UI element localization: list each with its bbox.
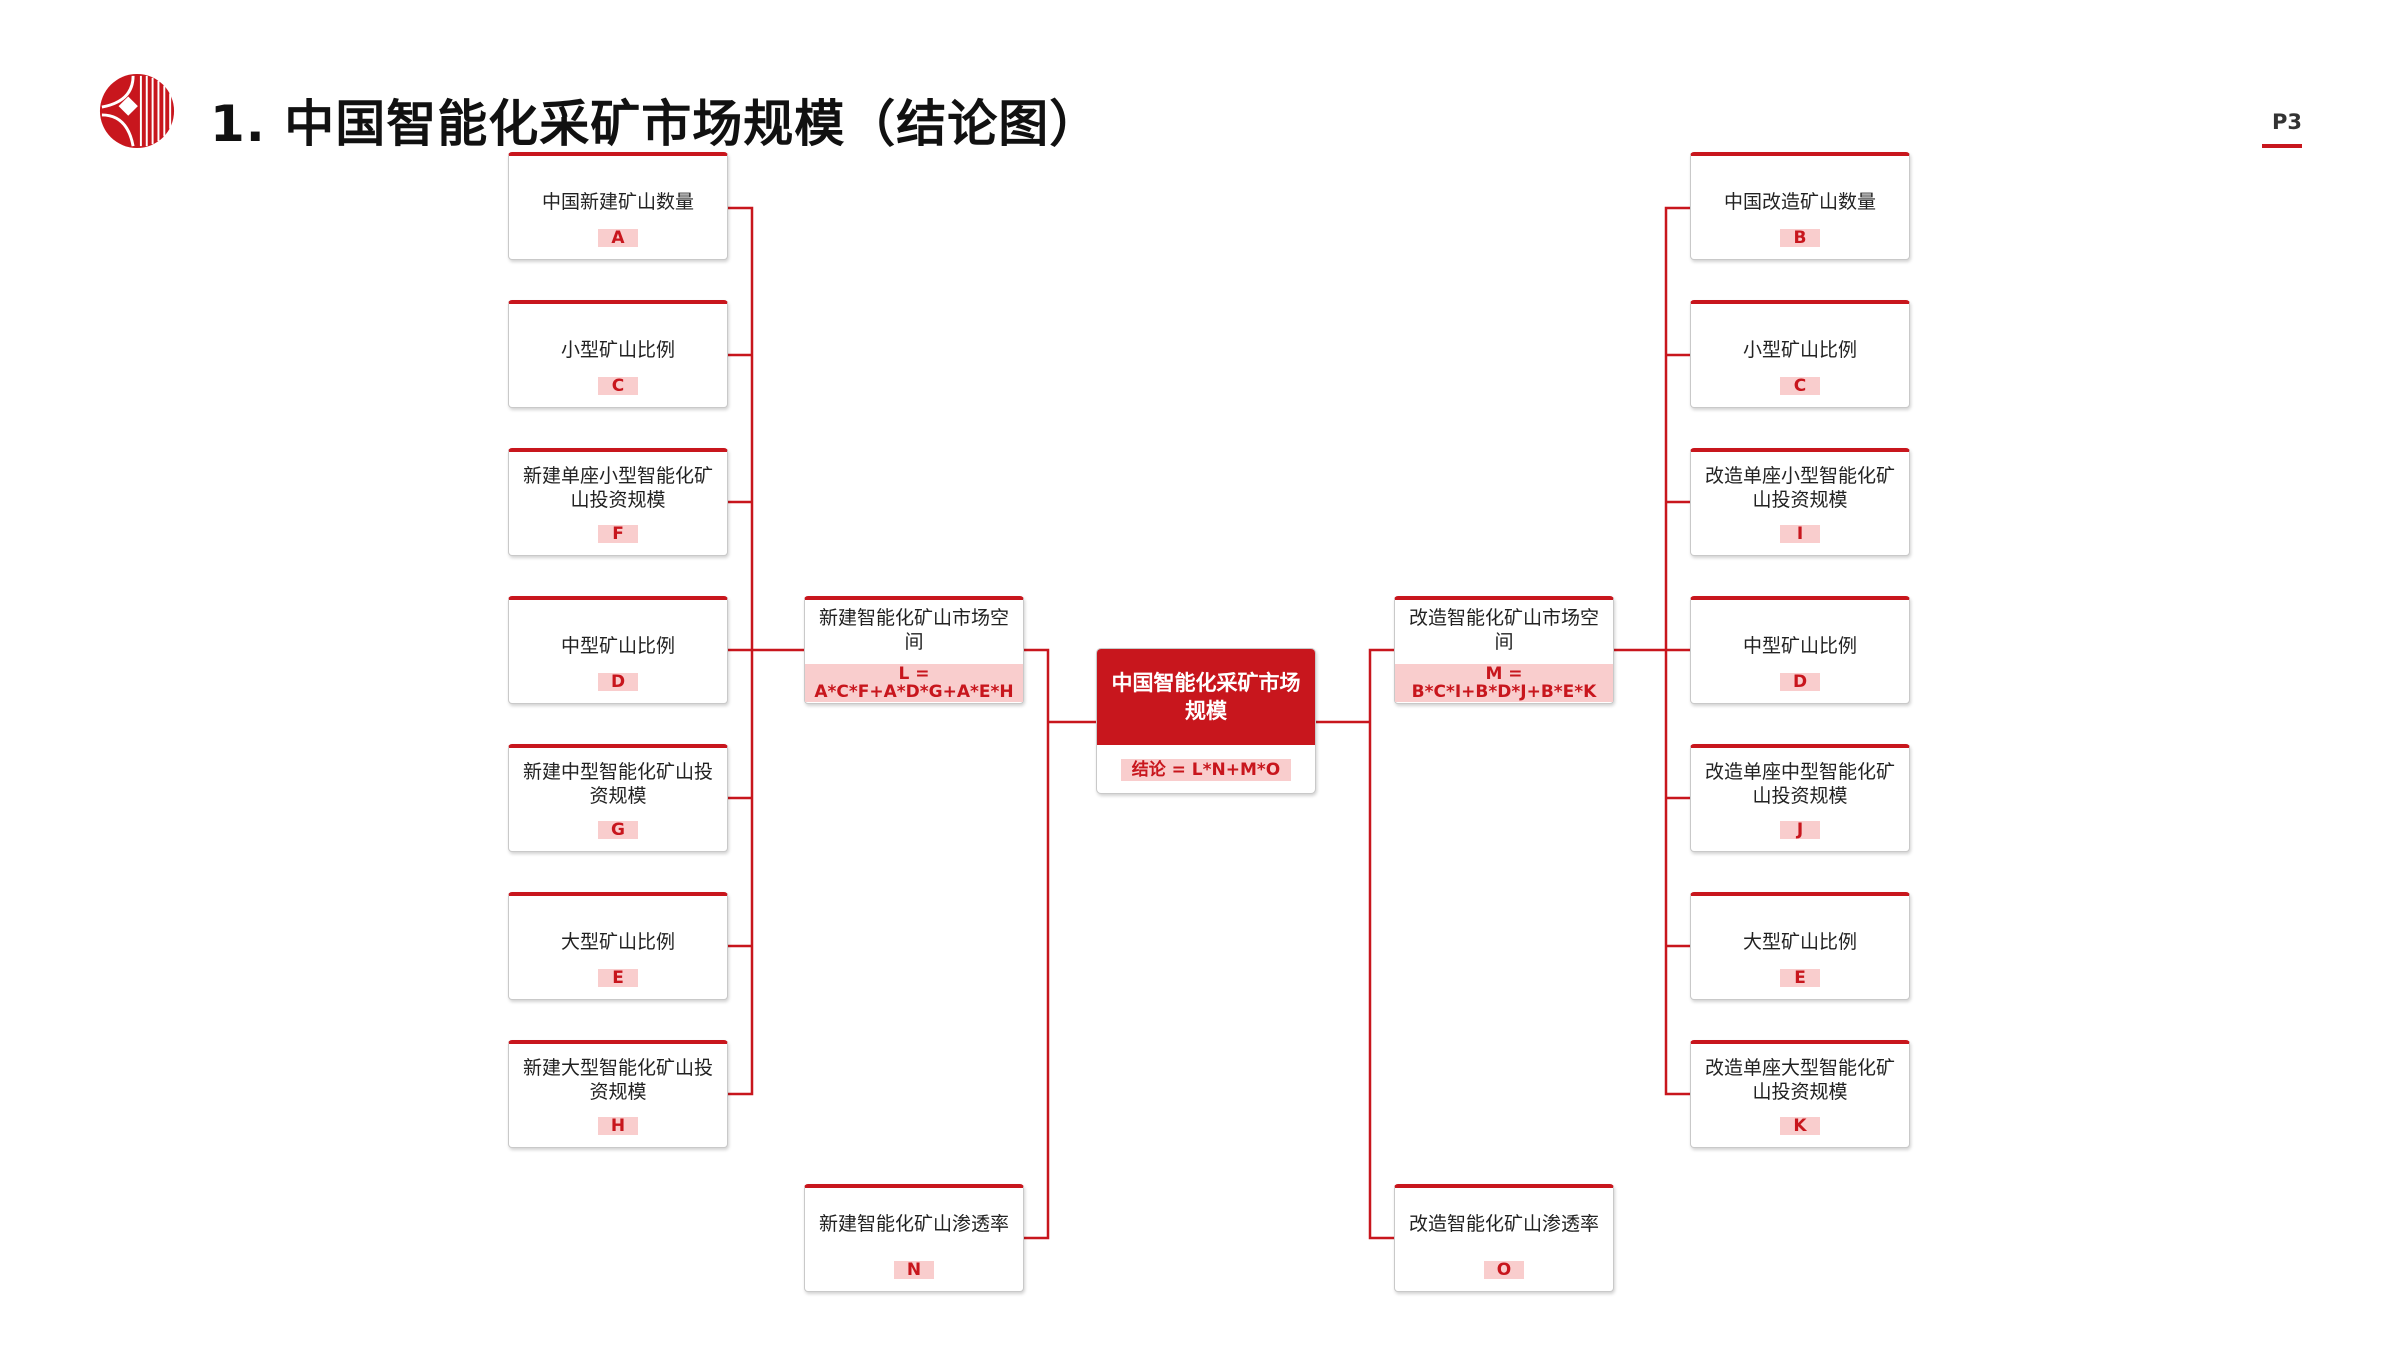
node-code: E (598, 969, 638, 987)
right-node-medium-mine-ratio: 中型矿山比例 D (1690, 596, 1910, 704)
node-code: H (598, 1117, 638, 1135)
center-node-formula: 结论 = L*N+M*O (1121, 759, 1291, 781)
left-mid-node-new-market: 新建智能化矿山市场空间 L = A*C*F+A*D*G+A*E*H (804, 596, 1024, 704)
right-node-retrofit-mine-count: 中国改造矿山数量 B (1690, 152, 1910, 260)
left-node-medium-mine-invest: 新建中型智能化矿山投资规模 G (508, 744, 728, 852)
formula-label: M = B*C*I+B*D*J+B*E*K (1395, 664, 1613, 702)
center-node-title: 中国智能化采矿市场规模 (1097, 649, 1315, 745)
node-code: B (1780, 229, 1820, 247)
left-node-medium-mine-ratio: 中型矿山比例 D (508, 596, 728, 704)
node-code: F (598, 525, 638, 543)
node-code: N (894, 1261, 934, 1279)
node-code: J (1780, 821, 1820, 839)
right-node-small-mine-invest: 改造单座小型智能化矿山投资规模 I (1690, 448, 1910, 556)
right-node-medium-mine-invest: 改造单座中型智能化矿山投资规模 J (1690, 744, 1910, 852)
left-node-new-mine-count: 中国新建矿山数量 A (508, 152, 728, 260)
right-node-small-mine-ratio: 小型矿山比例 C (1690, 300, 1910, 408)
node-code: E (1780, 969, 1820, 987)
right-node-large-mine-ratio: 大型矿山比例 E (1690, 892, 1910, 1000)
left-node-small-mine-invest: 新建单座小型智能化矿山投资规模 F (508, 448, 728, 556)
right-node-retrofit-penetration: 改造智能化矿山渗透率 O (1394, 1184, 1614, 1292)
left-node-new-penetration: 新建智能化矿山渗透率 N (804, 1184, 1024, 1292)
node-code: C (1780, 377, 1820, 395)
left-node-small-mine-ratio: 小型矿山比例 C (508, 300, 728, 408)
node-code: K (1780, 1117, 1820, 1135)
node-code: O (1484, 1261, 1524, 1279)
formula-label: L = A*C*F+A*D*G+A*E*H (805, 664, 1023, 702)
node-code: I (1780, 525, 1820, 543)
brand-logo-icon (99, 73, 175, 149)
node-code: C (598, 377, 638, 395)
page-number: P3 (2271, 110, 2302, 134)
center-node-market-size: 中国智能化采矿市场规模 结论 = L*N+M*O (1096, 648, 1316, 794)
page-number-underline (2262, 144, 2302, 148)
left-node-large-mine-invest: 新建大型智能化矿山投资规模 H (508, 1040, 728, 1148)
node-code: D (1780, 673, 1820, 691)
node-code: A (598, 229, 638, 247)
node-code: D (598, 673, 638, 691)
right-mid-node-retrofit-market: 改造智能化矿山市场空间 M = B*C*I+B*D*J+B*E*K (1394, 596, 1614, 704)
node-code: G (598, 821, 638, 839)
page-title: 1. 中国智能化采矿市场规模（结论图） (210, 95, 1101, 153)
right-node-large-mine-invest: 改造单座大型智能化矿山投资规模 K (1690, 1040, 1910, 1148)
left-node-large-mine-ratio: 大型矿山比例 E (508, 892, 728, 1000)
